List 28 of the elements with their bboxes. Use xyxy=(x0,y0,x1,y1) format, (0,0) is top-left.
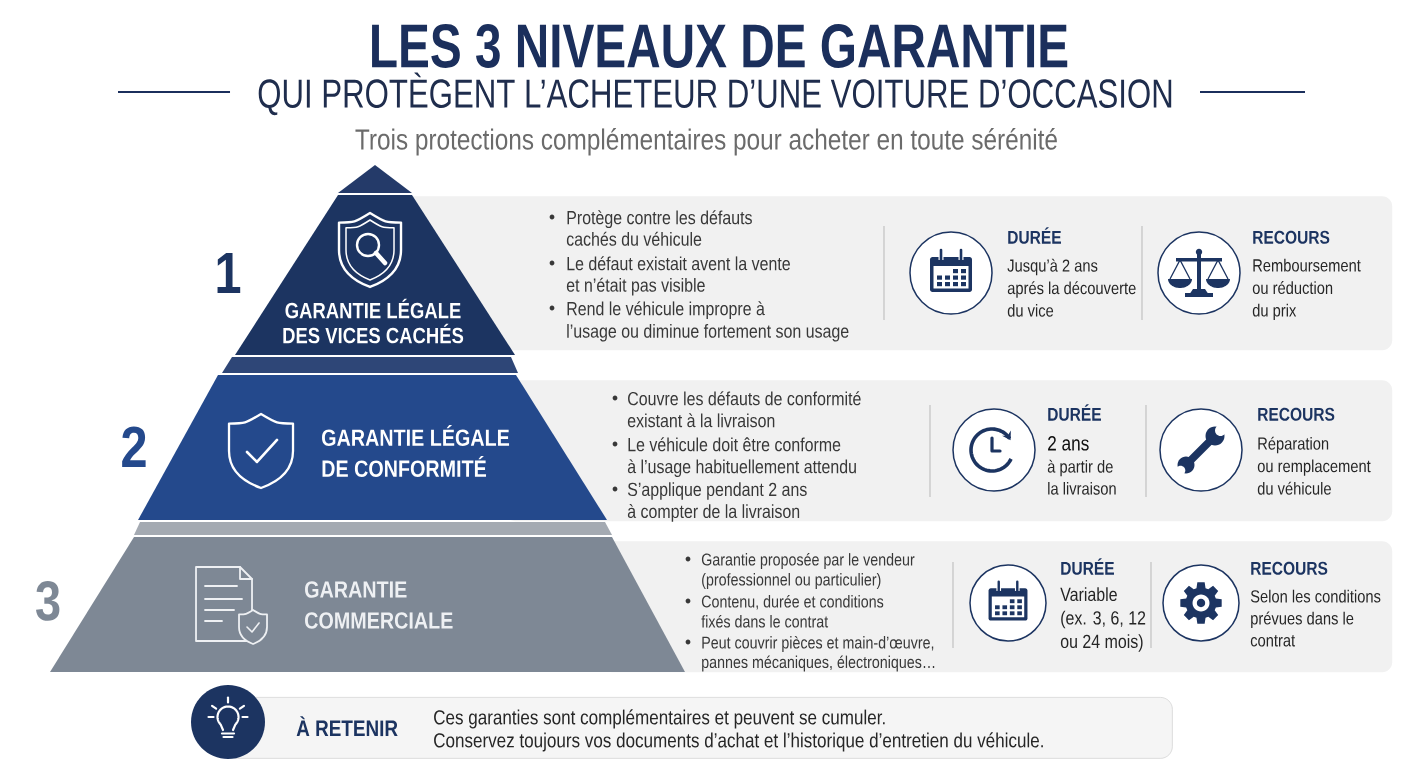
title: LES 3 NIVEAUX DE GARANTIE xyxy=(372,24,1068,68)
column-heading: DURÉE xyxy=(1008,227,1061,244)
note-heading: À RETENIR xyxy=(296,716,398,737)
bullet-text: Contenu, durée et conditions fixés dans le contrat xyxy=(701,594,884,628)
column-text: à partir de la livraison xyxy=(1047,459,1116,495)
column-heading: RECOURS xyxy=(1251,561,1328,575)
note-text: Ces garanties sont complémentaires et peuvent se cumuler. xyxy=(434,709,885,729)
bullet-text: Le véhicule doit être conforme à l’usage habituellement attendu xyxy=(627,437,856,478)
column-text: Selon les conditions prévues dans le contrat xyxy=(1250,589,1381,647)
note-text: Conservez toujours vos documents d’achat et l’historique d’entretien du véhicule. xyxy=(434,732,1043,752)
duration-value: 2 ans xyxy=(1048,436,1089,451)
column-text: Variable (ex. 3, 6, 12 ou 24 mois) xyxy=(1060,587,1146,652)
column-heading: RECOURS xyxy=(1258,407,1335,421)
column-text: Remboursement ou réduction du prix xyxy=(1252,258,1361,321)
subtitle: QUI PROTÈGENT L’ACHETEUR D’UNE VOITURE D’OCCASION xyxy=(258,72,1172,116)
tagline: Trois protections complémentaires pour acheter en toute sérénité xyxy=(355,128,1057,156)
column-text: Jusqu’à 2 ans aprés la découverte du vice xyxy=(1007,258,1136,317)
bullet-text: Le défaut existait avent la vente et n’était pas visible xyxy=(566,256,790,296)
bullet-text: Couvre les défauts de conformité existant à la livraison xyxy=(627,391,861,428)
bullet-text: Peut couvrir pièces et main-d’œuvre, pannes mécaniques, électroniques… xyxy=(702,635,935,672)
bullet-text: S’applique pendant 2 ans à compter de la livraison xyxy=(627,482,807,522)
column-heading: DURÉE xyxy=(1048,404,1101,421)
bullet-text: Rend le véhicule impropre à l’usage ou diminue fortement son usage xyxy=(567,301,849,342)
column-heading: DURÉE xyxy=(1061,558,1114,575)
column-text: Réparation ou remplacement du véhicule xyxy=(1257,436,1371,495)
column-heading: RECOURS xyxy=(1253,230,1330,244)
bullet-text: Protège contre les défauts cachés du véhicule xyxy=(566,210,752,246)
bullet-text: Garantie proposée par le vendeur (professionnel ou particulier) xyxy=(701,552,915,589)
